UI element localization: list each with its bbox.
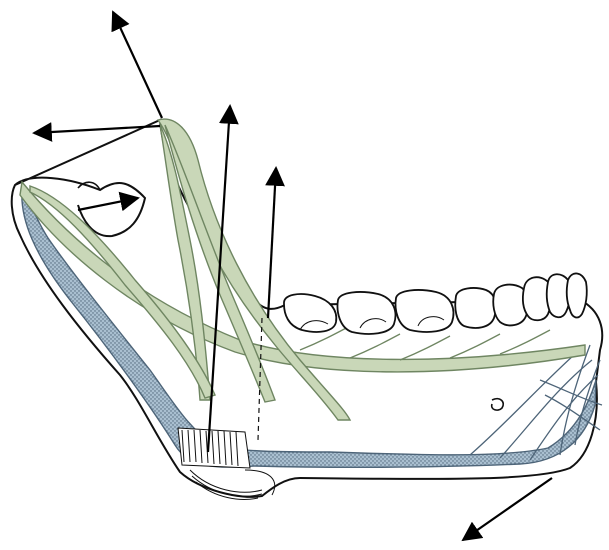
tooth-4	[455, 288, 496, 328]
tooth-8	[567, 273, 587, 317]
tooth-3	[396, 290, 454, 332]
tooth-2	[338, 292, 396, 334]
coronoid-upward-arrow	[113, 12, 162, 118]
chin-downward-arrow	[463, 478, 552, 540]
premolar-vertical-arrow	[268, 168, 276, 318]
